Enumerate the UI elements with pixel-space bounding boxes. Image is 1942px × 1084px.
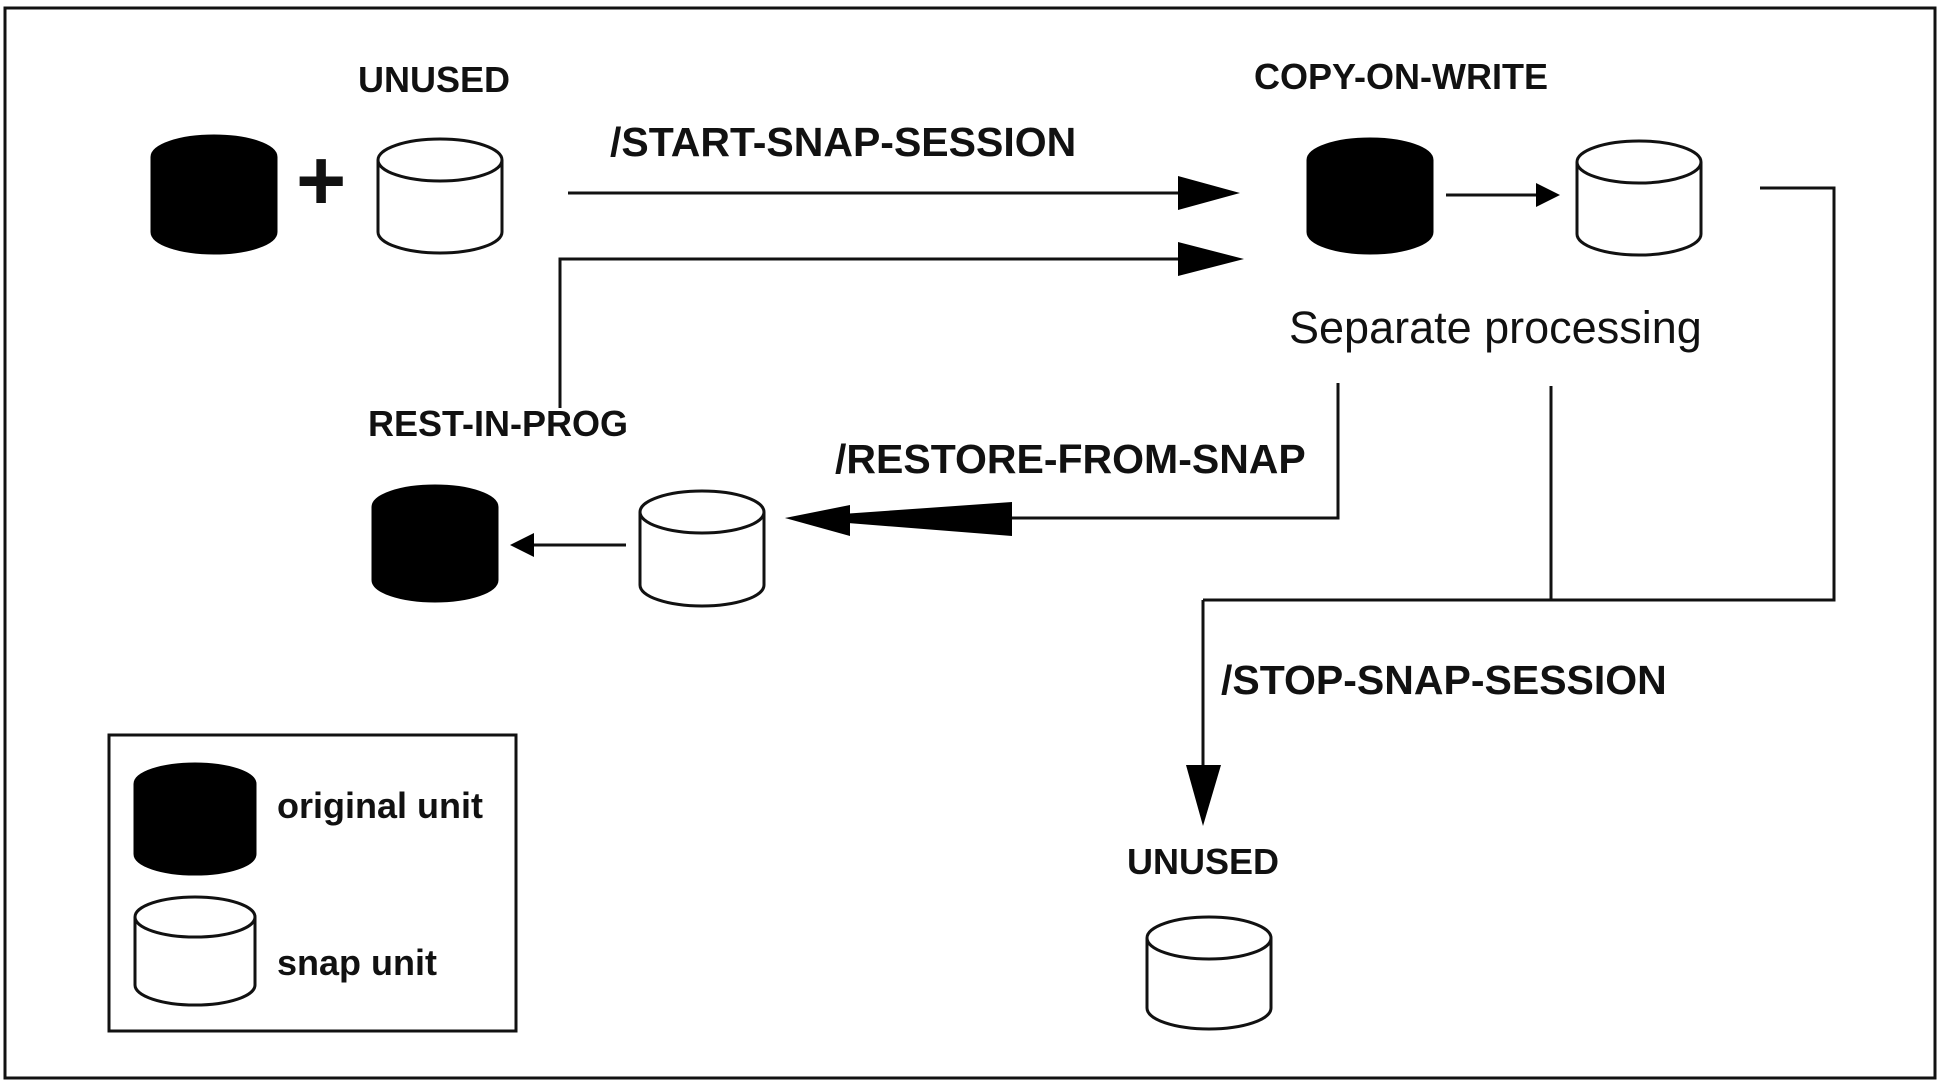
cow-internal-arrow bbox=[1446, 183, 1560, 207]
legend-snap-unit-label: snap unit bbox=[277, 942, 437, 983]
original-unit-cow-icon bbox=[1306, 137, 1434, 255]
state-label-unused-end: UNUSED bbox=[1127, 841, 1279, 882]
legend-original-unit-label: original unit bbox=[277, 785, 483, 826]
state-label-unused-start: UNUSED bbox=[358, 59, 510, 100]
legend-original-unit-icon bbox=[133, 762, 257, 876]
snap-unit-cow-icon bbox=[1575, 139, 1703, 257]
legend: original unit snap unit bbox=[107, 733, 518, 1033]
command-restore-from-snap: /RESTORE-FROM-SNAP bbox=[835, 436, 1306, 482]
snap-unit-start-icon bbox=[376, 137, 504, 255]
original-unit-restore-icon bbox=[371, 484, 499, 603]
separate-processing-label: Separate processing bbox=[1289, 302, 1702, 353]
restore-from-snap-arrow bbox=[785, 383, 1340, 536]
snap-unit-restore-icon bbox=[638, 489, 766, 608]
restore-return-arrow bbox=[558, 242, 1244, 408]
command-stop-snap-session: /STOP-SNAP-SESSION bbox=[1221, 657, 1667, 703]
state-label-rest-in-prog: REST-IN-PROG bbox=[368, 403, 628, 444]
start-snap-session-arrow bbox=[568, 176, 1240, 210]
command-start-snap-session: /START-SNAP-SESSION bbox=[610, 119, 1076, 165]
state-label-copy-on-write: COPY-ON-WRITE bbox=[1254, 56, 1548, 97]
plus-sign: + bbox=[296, 133, 346, 229]
original-unit-start-icon bbox=[150, 134, 278, 255]
restore-internal-arrow bbox=[510, 533, 626, 557]
legend-snap-unit-icon bbox=[133, 895, 257, 1007]
snap-unit-end-icon bbox=[1145, 915, 1273, 1031]
stop-snap-session-arrow bbox=[1186, 186, 1836, 826]
